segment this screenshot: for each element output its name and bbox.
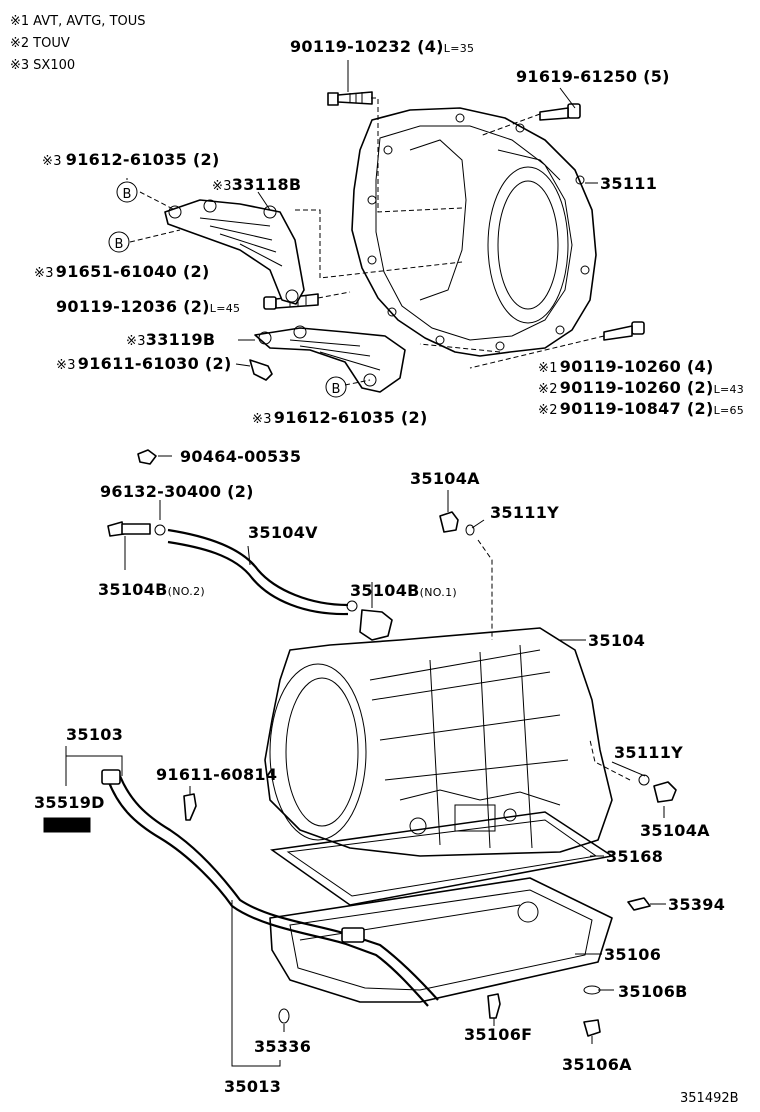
- label-35111y-top: 35111Y: [490, 503, 559, 522]
- label-35394: 35394: [668, 895, 725, 914]
- label-35104v: 35104V: [248, 523, 318, 542]
- label-90464-00535: 90464-00535: [180, 447, 301, 466]
- label-91619-61250: 91619-61250 (5): [516, 67, 670, 86]
- label-33119b: ※333119B: [126, 330, 215, 349]
- label-35106f: 35106F: [464, 1025, 532, 1044]
- oring-35336-drawing: [278, 1008, 290, 1024]
- label-90119-10232: 90119-10232 (4)L=35: [290, 37, 474, 56]
- note-3-text: SX100: [33, 58, 75, 73]
- bolt-35106f-drawing: [487, 993, 501, 1019]
- gasket-35111y-mid-drawing: [638, 774, 650, 786]
- label-96132-30400: 96132-30400 (2): [100, 482, 254, 501]
- callout-b-2: B: [108, 231, 130, 253]
- oil-pan-35106-drawing: [269, 877, 613, 1003]
- label-91611-60814: 91611-60814: [156, 765, 277, 784]
- label-35106b: 35106B: [618, 982, 688, 1001]
- leader-lines: [65, 60, 666, 1067]
- note-2-text: TOUV: [32, 36, 70, 51]
- note-3-mark: ※3: [10, 58, 29, 73]
- breather-hose-drawing: [107, 521, 393, 641]
- label-35104a-top: 35104A: [410, 469, 480, 488]
- bell-housing-drawing: [351, 107, 597, 357]
- callout-b-3: B: [325, 376, 347, 398]
- label-35168: 35168: [606, 847, 663, 866]
- plug-35106a-drawing: [583, 1019, 601, 1037]
- label-35336: 35336: [254, 1037, 311, 1056]
- label-35106: 35106: [604, 945, 661, 964]
- clip-90464-00535-drawing: [137, 449, 157, 465]
- bracket-33118b-drawing: [164, 199, 305, 305]
- label-35106a: 35106A: [562, 1055, 632, 1074]
- label-90119-12036: 90119-12036 (2)L=45: [56, 297, 240, 316]
- gasket-35106b-drawing: [583, 985, 601, 995]
- bracket-33119b-drawing: [254, 325, 406, 393]
- bolt-91611-61030-drawing: [249, 359, 273, 381]
- magnet-35394-drawing: [627, 897, 651, 911]
- bolt-90119-10260-drawing: [603, 321, 645, 341]
- callout-b-1: B: [116, 181, 138, 203]
- label-35103: 35103: [66, 725, 123, 744]
- transmission-case-drawing: [264, 627, 613, 857]
- gauge-label-35519d-drawing: [43, 817, 91, 833]
- label-35111y-mid: 35111Y: [614, 743, 683, 762]
- label-35104: 35104: [588, 631, 645, 650]
- figure-id: 351492B: [680, 1091, 739, 1106]
- label-35104b-no1: 35104B(NO.1): [350, 581, 457, 600]
- note-1-text: AVT, AVTG, TOUS: [33, 14, 145, 29]
- bolt-91619-61250-drawing: [539, 103, 581, 121]
- svg-text:B: B: [332, 382, 341, 397]
- label-35111: 35111: [600, 174, 657, 193]
- note-2-mark: ※2: [10, 36, 29, 51]
- note-1-mark: ※1: [10, 14, 29, 29]
- plug-35104a-mid-drawing: [653, 781, 677, 803]
- svg-text:B: B: [115, 237, 124, 252]
- plug-35104a-top-drawing: [439, 511, 459, 533]
- label-35104b-no2: 35104B(NO.2): [98, 580, 205, 599]
- bolt-90119-10232-drawing: [327, 91, 373, 106]
- label-35104a-mid: 35104A: [640, 821, 710, 840]
- bolt-91611-60814-drawing: [183, 793, 197, 821]
- label-35013: 35013: [224, 1077, 281, 1096]
- label-33118b: ※333118B: [212, 175, 301, 194]
- gasket-35111y-top-drawing: [465, 524, 475, 536]
- label-35519d: 35519D: [34, 793, 105, 812]
- svg-text:B: B: [123, 187, 132, 202]
